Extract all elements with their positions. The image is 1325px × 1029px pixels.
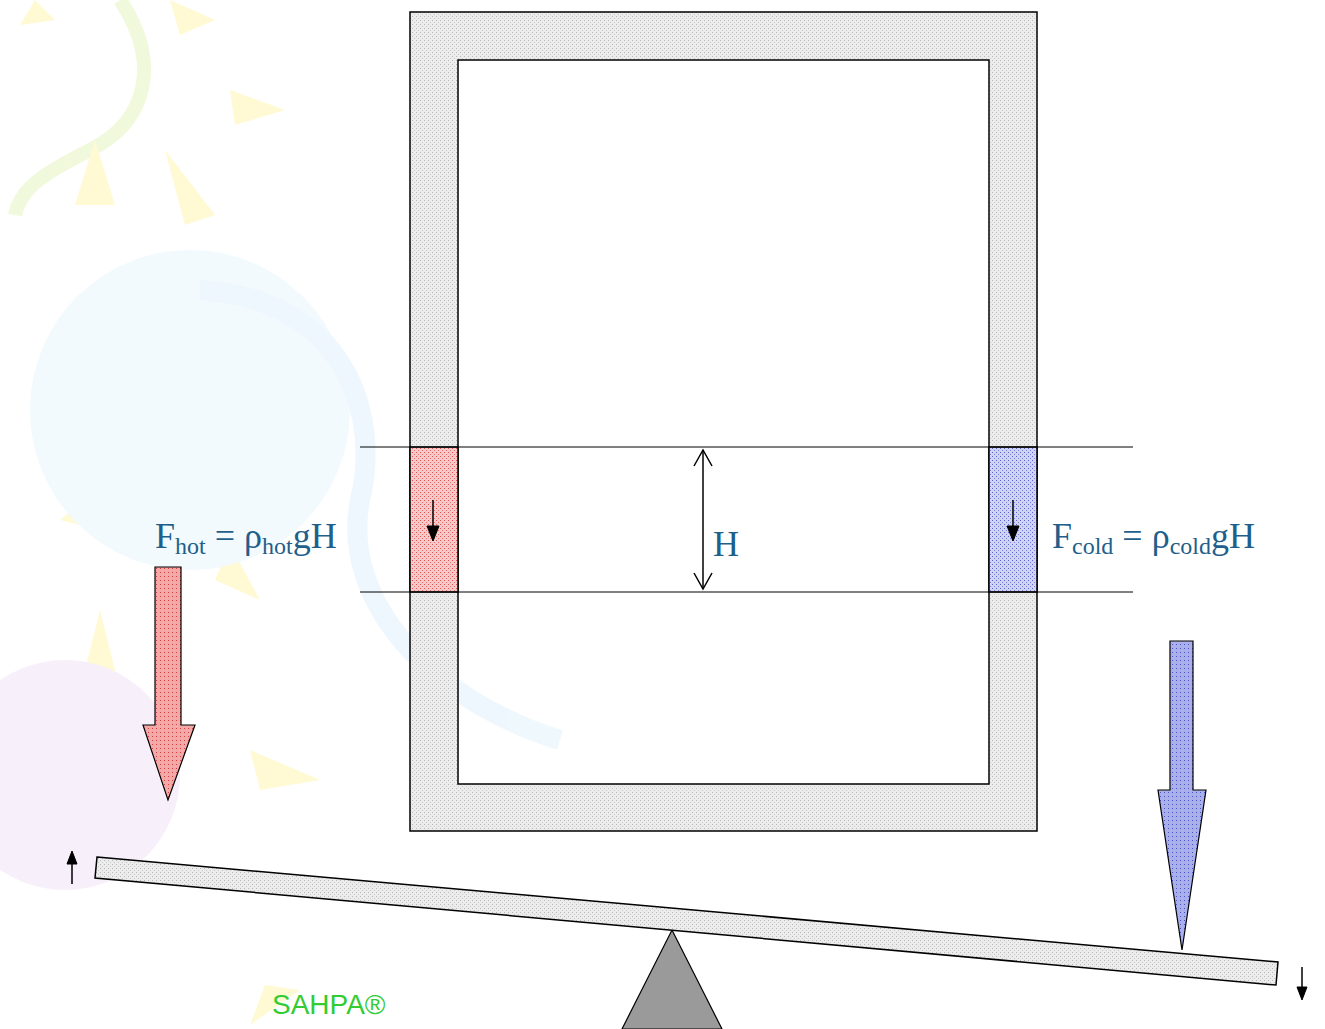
dimension-arrow: [694, 450, 712, 589]
force-formula: Fhot = ρhotgH: [155, 517, 337, 557]
pipe-loop: [410, 12, 1037, 831]
force-arrow-cold: [1158, 641, 1206, 950]
tilt-arrow: [67, 851, 1307, 1000]
level-line: [360, 447, 1133, 448]
brand-label: SAHPA®: [272, 990, 385, 1021]
force-arrow-hot: [143, 567, 195, 800]
background-decoration: [0, 0, 560, 1025]
force-formula: Fcold = ρcoldgH: [1052, 517, 1255, 557]
fulcrum: [622, 930, 722, 1029]
dimension-label: H: [713, 525, 739, 565]
seesaw-beam: [95, 857, 1278, 985]
level-line: [360, 592, 1133, 593]
